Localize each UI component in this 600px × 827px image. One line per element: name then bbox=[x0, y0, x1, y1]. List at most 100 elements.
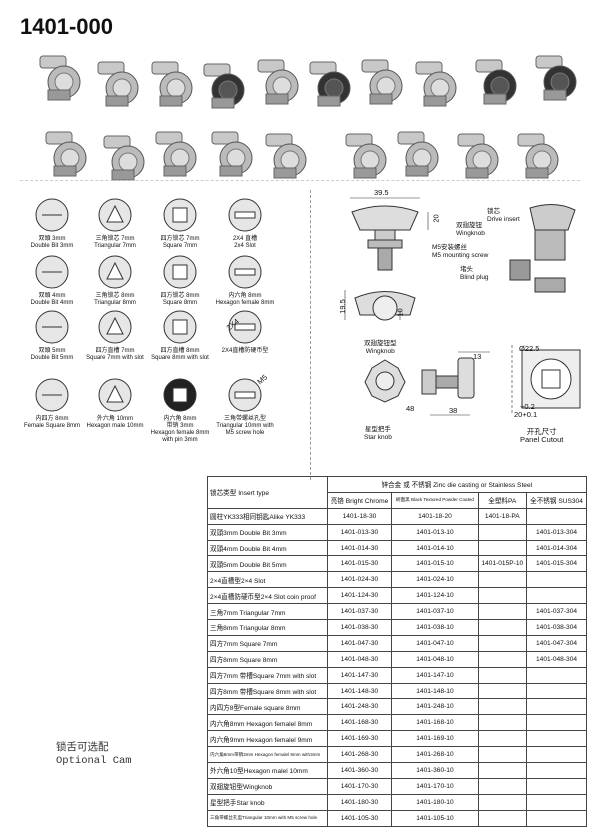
insert-label: 2X4 直槽 2x4 Slot bbox=[232, 236, 258, 249]
lock-photo bbox=[203, 63, 245, 109]
part-number-cell: 1401-147-10 bbox=[391, 666, 479, 684]
m5-screw-label: M5安装螺丝 M5 mounting screw bbox=[432, 244, 489, 259]
part-number-cell: 1401-014-30 bbox=[326, 539, 393, 557]
part-number-cell bbox=[526, 507, 587, 525]
part-number-cell: 1401-048-10 bbox=[391, 650, 479, 668]
insert-type-cell: 圆柱YK333相同钥匙Alike YK333 bbox=[207, 507, 328, 525]
insert-type-cell: 内六角8mm Hexagon femalel 8mm bbox=[207, 714, 328, 732]
part-number-cell: 1401-038-10 bbox=[391, 619, 479, 636]
insert-drawing bbox=[228, 378, 262, 412]
part-number-cell bbox=[477, 698, 528, 716]
star-knob-label: 星型把手 Star knob bbox=[364, 426, 392, 441]
part-number-cell: 1401-048-304 bbox=[526, 650, 587, 668]
lock-photo bbox=[345, 133, 387, 179]
part-number-cell bbox=[477, 603, 528, 621]
part-number-cell bbox=[477, 666, 528, 684]
part-number-cell bbox=[477, 571, 528, 589]
insert-drawing bbox=[35, 255, 69, 289]
divider bbox=[20, 180, 580, 181]
insert-label: 内六角 8mm Hexagon female 8mm bbox=[215, 293, 275, 306]
part-number-cell: 1401-170-30 bbox=[326, 777, 393, 795]
part-number-cell: 1401-013-30 bbox=[326, 523, 393, 541]
lock-photo bbox=[457, 133, 499, 179]
insert-drawing bbox=[98, 255, 132, 289]
lock-photo bbox=[309, 61, 351, 107]
part-number-cell: 1401-268-30 bbox=[326, 746, 393, 764]
part-number-cell: 1401-180-10 bbox=[391, 793, 479, 811]
insert-drawing bbox=[228, 198, 262, 232]
part-number-cell: 1401-013-10 bbox=[391, 523, 479, 541]
insert-label: 四方直槽 7mm Square 7mm with slot bbox=[86, 348, 144, 361]
part-number-cell: 1401-169-10 bbox=[391, 730, 479, 748]
panel-cutout-label: 开孔尺寸 Panel Cutout bbox=[520, 427, 564, 444]
insert-type-cell: 双翅旋钮型Wingknob bbox=[207, 777, 328, 795]
dimension-label: Ø22.5 bbox=[519, 344, 540, 353]
insert-type-cell: 2×4直槽防硬币型2×4 Slot coin proof bbox=[207, 587, 328, 605]
dimension-drawing bbox=[344, 197, 581, 416]
part-number-cell: 1401-047-10 bbox=[391, 634, 479, 652]
drive-insert-label: 锁芯 Drive insert bbox=[487, 208, 520, 223]
dimension-label: +0.2 bbox=[520, 402, 535, 411]
dimension-label: 20+0.1 bbox=[514, 410, 538, 419]
wingknob-label: 双翅旋钮 Wingknob bbox=[456, 222, 485, 237]
part-number-cell: 1401-024-10 bbox=[391, 571, 479, 589]
insert-drawing bbox=[163, 378, 197, 412]
lock-photo bbox=[103, 135, 145, 181]
insert-drawing bbox=[163, 255, 197, 289]
part-number-cell bbox=[526, 682, 587, 700]
part-number-cell bbox=[526, 730, 587, 748]
part-number-cell: 1401-037-30 bbox=[326, 603, 393, 621]
part-number-cell bbox=[526, 666, 587, 684]
insert-label: 双頭 4mm Double Bit 4mm bbox=[30, 293, 74, 306]
part-number-cell: 1401-037-304 bbox=[526, 603, 587, 621]
part-number-cell: 1401-148-10 bbox=[391, 682, 479, 700]
part-number-cell: 1401-18-30 bbox=[326, 507, 393, 525]
part-number-cell bbox=[477, 714, 528, 732]
part-number-cell: 1401-024-30 bbox=[326, 571, 393, 589]
insert-type-cell: 2×4直槽型2×4 Slot bbox=[207, 571, 328, 589]
insert-label: 三角锁芯 8mm Triangular 8mm bbox=[94, 293, 136, 306]
part-number-cell bbox=[477, 650, 528, 668]
part-number-cell: 1401-015-30 bbox=[326, 555, 393, 573]
dimension-label: 39.5 bbox=[374, 188, 389, 197]
insert-label: 四方锁芯 7mm Square 7mm bbox=[160, 236, 200, 249]
part-number-cell: 1401-168-30 bbox=[326, 714, 393, 732]
part-number-cell bbox=[526, 762, 587, 779]
part-number-cell: 1401-037-10 bbox=[391, 603, 479, 621]
insert-drawing bbox=[35, 310, 69, 344]
insert-label: 2X4直槽防硬币型 bbox=[221, 348, 269, 354]
insert-drawing bbox=[98, 310, 132, 344]
insert-label: 四方锁芯 8mm Square 8mm bbox=[160, 293, 200, 306]
part-number-cell bbox=[477, 539, 528, 557]
lock-photo bbox=[151, 61, 193, 107]
part-number-cell bbox=[477, 587, 528, 605]
insert-label: 内六角 8mm 带销 3mm Hexagon female 8mm with p… bbox=[150, 416, 210, 443]
lock-photo bbox=[265, 133, 307, 179]
part-number-cell bbox=[526, 793, 587, 811]
lock-photo bbox=[97, 61, 139, 107]
insert-type-cell: 三角8mm Triangular 8mm bbox=[207, 619, 328, 636]
wingknob-type-label: 双翅旋钮型 Wingknob bbox=[364, 340, 397, 355]
insert-type-cell: 内四方8型Female square 8mm bbox=[207, 698, 328, 716]
material-header: 锌合金 或 不锈钢 Zinc die casting or Stainless … bbox=[326, 476, 588, 493]
lock-photo bbox=[45, 131, 87, 177]
part-number-cell: 1401-360-30 bbox=[326, 762, 393, 779]
lock-photo bbox=[257, 59, 299, 105]
part-number-cell: 1401-180-30 bbox=[326, 793, 393, 811]
insert-drawing bbox=[35, 378, 69, 412]
part-number-cell bbox=[526, 587, 587, 605]
part-number-cell: 1401-038-30 bbox=[326, 619, 393, 636]
insert-type-cell: 外六角10型Hexagon malel 10mm bbox=[207, 762, 328, 779]
insert-type-cell: 三角7mm Triangular 7mm bbox=[207, 603, 328, 621]
insert-drawing bbox=[163, 198, 197, 232]
part-number-cell: 1401-147-30 bbox=[326, 666, 393, 684]
